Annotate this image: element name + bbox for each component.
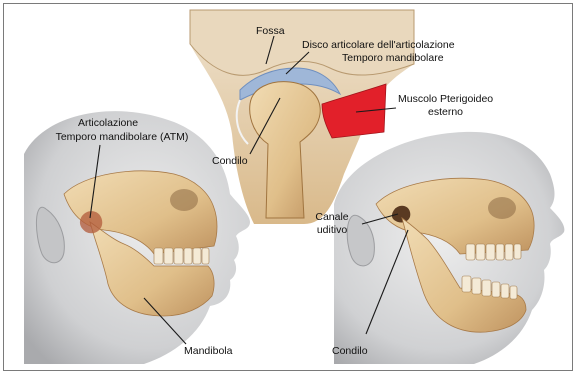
left-teeth	[154, 248, 209, 264]
label-atm-line1: Articolazione	[78, 117, 138, 129]
label-mandible: Mandibola	[184, 345, 233, 357]
label-canal-line1: Canale	[315, 211, 348, 223]
label-disc-line1: Disco articolare dell'articolazione	[302, 39, 455, 51]
label-muscle-line2: esterno	[428, 106, 463, 118]
left-orbit	[170, 189, 198, 211]
label-disc-line2: Temporo mandibolare	[342, 52, 444, 64]
right-upper-teeth	[466, 244, 521, 260]
label-fossa: Fossa	[256, 25, 285, 37]
illustration-frame: Fossa Disco articolare dell'articolazion…	[3, 3, 573, 371]
label-canal-line2: uditivo	[317, 224, 348, 236]
left-head	[24, 111, 250, 364]
label-condyle-top: Condilo	[212, 155, 248, 167]
label-atm-line2: Temporo mandibolare (ATM)	[56, 131, 189, 143]
label-condyle-bottom: Condilo	[332, 345, 368, 357]
right-head	[334, 132, 564, 364]
right-orbit	[488, 197, 516, 219]
label-muscle-line1: Muscolo Pterigoideo	[398, 93, 493, 105]
tmj-illustration: Fossa Disco articolare dell'articolazion…	[4, 4, 572, 370]
